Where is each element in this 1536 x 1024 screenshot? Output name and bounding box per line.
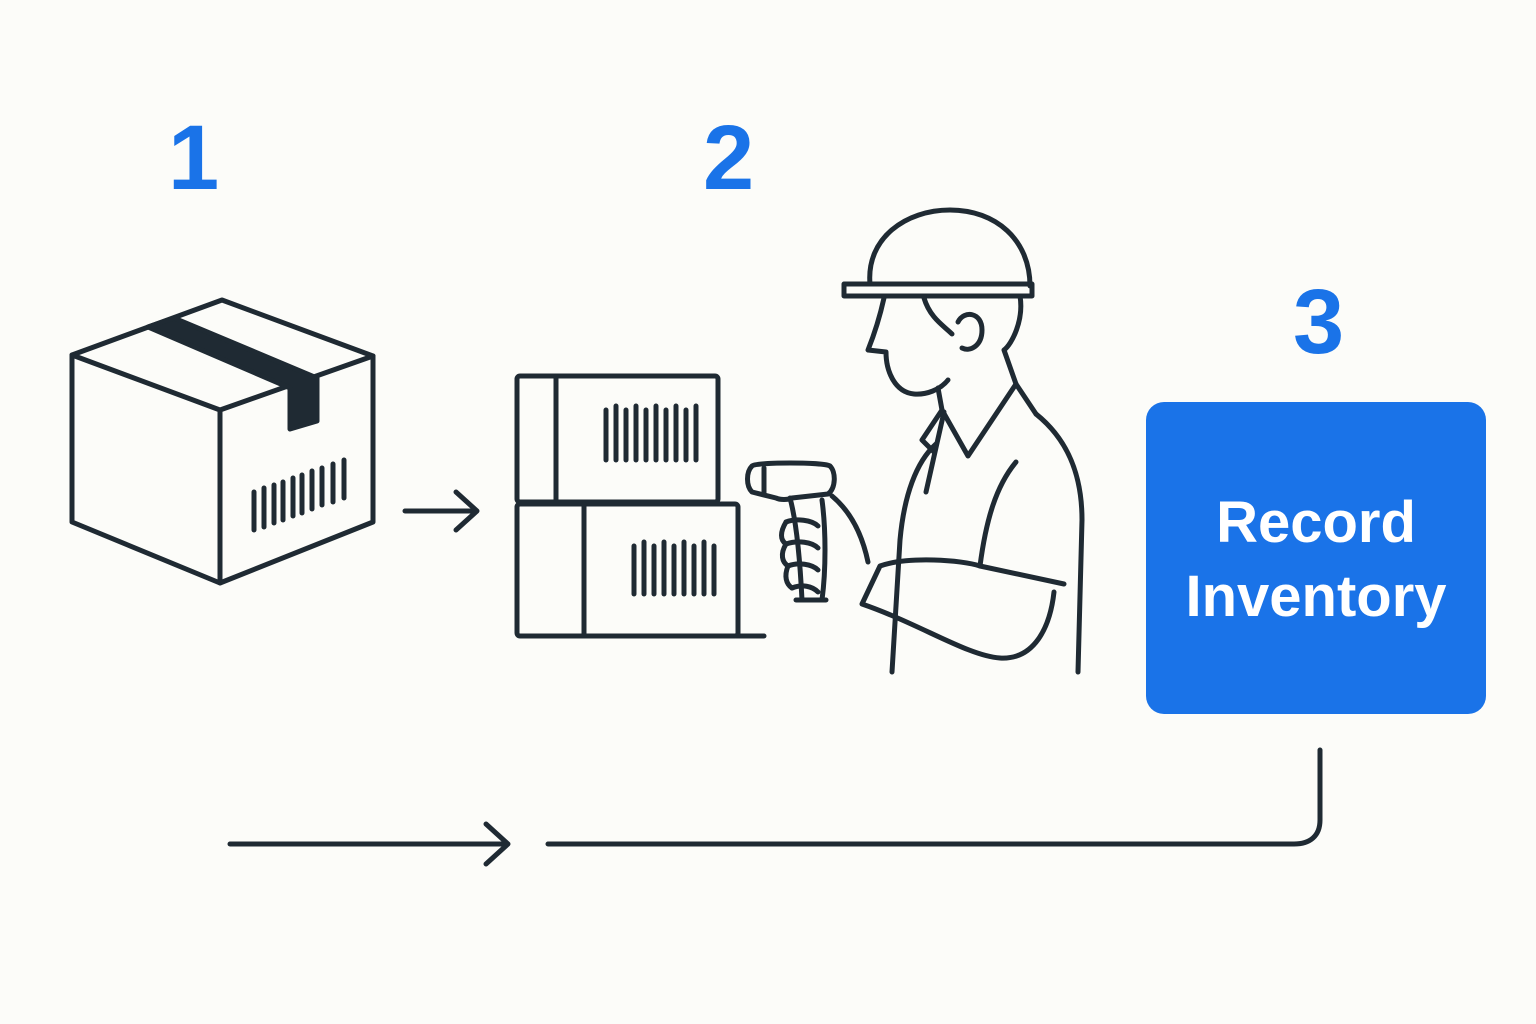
step-1-number: 1 bbox=[168, 107, 220, 209]
worker-scanning-barcode-icon bbox=[745, 207, 1085, 675]
record-inventory-line1: Record bbox=[1216, 490, 1416, 555]
arrow-right-icon bbox=[402, 489, 480, 533]
step-3-number: 3 bbox=[1293, 271, 1345, 373]
record-inventory-box: Record Inventory bbox=[1146, 402, 1486, 714]
stacked-boxes-icon bbox=[514, 373, 767, 639]
step-2-number: 2 bbox=[703, 107, 755, 209]
return-flow-line bbox=[227, 747, 1323, 867]
record-inventory-line2: Inventory bbox=[1185, 564, 1447, 629]
package-box-icon bbox=[69, 297, 376, 586]
